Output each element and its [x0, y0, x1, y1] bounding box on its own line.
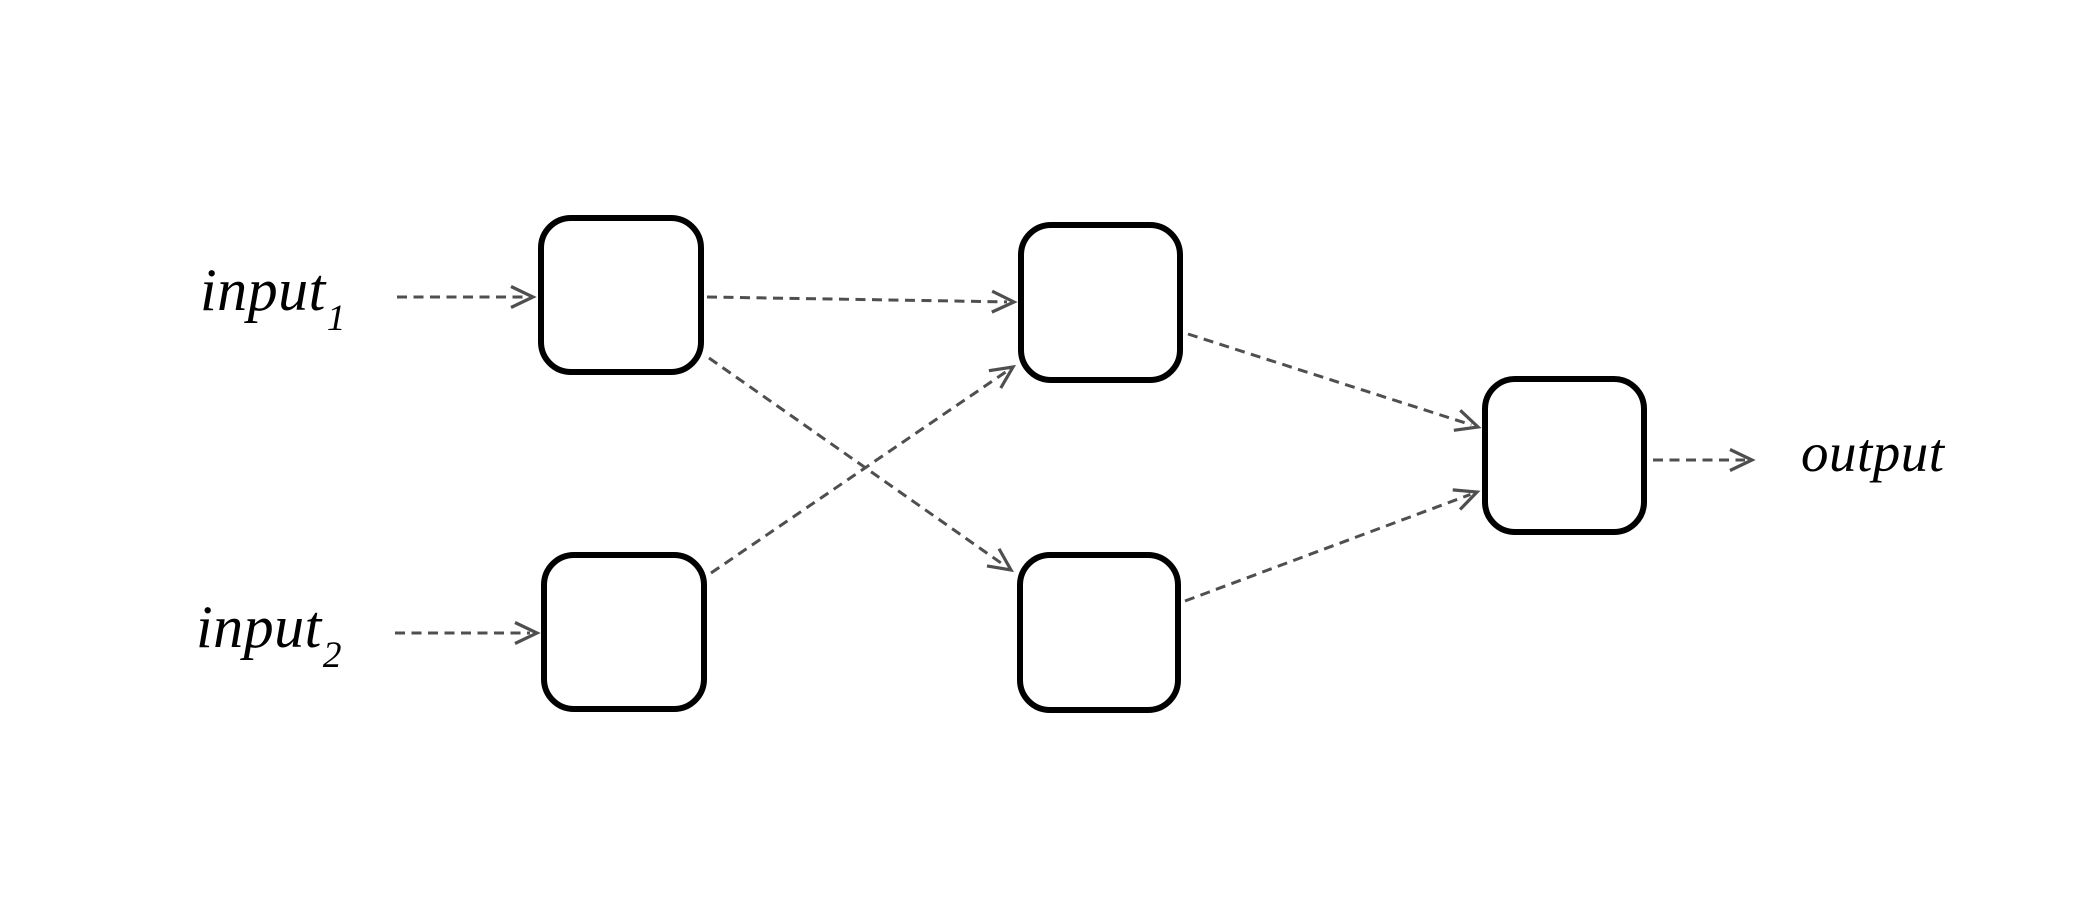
label-input2-text: input: [196, 594, 322, 660]
label-input2: input2: [196, 594, 342, 675]
edge-hidden2-top-to-output-node: [1187, 332, 1482, 432]
edge-line: [710, 369, 1009, 575]
arrow-head-icon: [1452, 488, 1481, 511]
arrow-head-icon: [1453, 409, 1482, 432]
edge-input2-label-to-hidden1-bottom: [395, 621, 541, 645]
edge-line: [1184, 493, 1471, 603]
node-output-node: [1482, 376, 1647, 535]
node-hidden2-top: [1018, 222, 1183, 383]
label-input1-text: input: [200, 257, 326, 323]
edge-hidden1-bottom-to-hidden2-top: [710, 364, 1017, 575]
arrow-head-icon: [1729, 448, 1756, 472]
edge-hidden1-top-to-hidden2-bottom: [708, 356, 1015, 573]
arrow-head-icon: [991, 289, 1018, 314]
arrow-head-icon: [510, 285, 537, 309]
label-output: output: [1801, 425, 1945, 480]
node-hidden1-top: [538, 215, 704, 375]
label-input1: input1: [200, 257, 346, 338]
edge-line: [1187, 332, 1472, 427]
edge-line: [708, 356, 1007, 568]
arrow-head-icon: [988, 364, 1017, 389]
arrow-head-icon: [986, 547, 1015, 573]
edge-input1-label-to-hidden1-top: [397, 285, 537, 309]
edge-line: [706, 295, 1008, 304]
edge-hidden2-bottom-to-output-node: [1184, 488, 1481, 603]
label-input1-subscript: 1: [326, 298, 346, 340]
label-output-text: output: [1801, 422, 1945, 483]
edge-hidden1-top-to-hidden2-top: [706, 289, 1018, 314]
label-input2-subscript: 2: [322, 635, 342, 677]
arrow-head-icon: [514, 621, 541, 645]
edge-output-node-to-output-label: [1653, 448, 1756, 472]
node-hidden1-bottom: [541, 552, 707, 712]
node-hidden2-bottom: [1017, 552, 1181, 713]
